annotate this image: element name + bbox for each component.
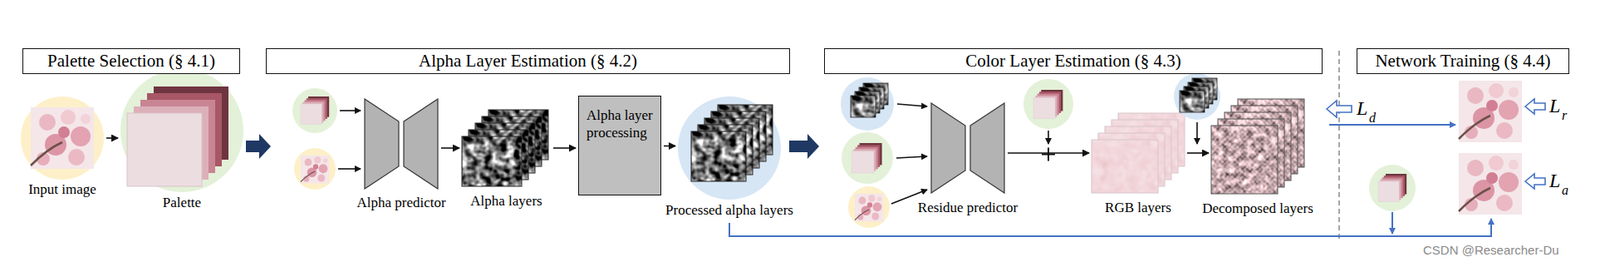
image-node: Input image: [20, 96, 104, 180]
alpha-inputs: [292, 88, 361, 190]
flow-arrow: [106, 137, 118, 139]
network-block: Residue predictor: [930, 102, 1006, 194]
encoder-decoder-shape: [930, 102, 1006, 194]
flow-arrow: [441, 147, 460, 149]
section-header: Palette Selection (§ 4.1): [22, 48, 241, 74]
node-caption: Decomposed layers: [1202, 200, 1314, 217]
section-header: Alpha Layer Estimation (§ 4.2): [265, 48, 791, 74]
flow-arrow: [1187, 152, 1209, 154]
loss-symbol: L: [1356, 96, 1368, 120]
node-label: Network Training (§ 4.4): [1374, 50, 1551, 72]
color-inputs: [840, 77, 928, 228]
image-node: Decomposed layers: [1211, 98, 1305, 194]
flow-arrow: [663, 145, 676, 148]
section-header: Color Layer Estimation (§ 4.3): [824, 48, 1323, 74]
node-caption: Processed alpha layers: [665, 201, 794, 219]
divider: [1338, 50, 1340, 241]
input-image: [20, 96, 104, 180]
encoder-decoder-shape: [363, 98, 439, 190]
node-caption: Palette: [162, 194, 202, 212]
watermark: CSDN @Researcher-Du: [1423, 242, 1560, 257]
image-node: Processed alpha layers: [677, 96, 781, 200]
section-arrow: [245, 133, 271, 159]
node-caption: Alpha layers: [470, 192, 542, 210]
flow-arrow: [553, 147, 576, 149]
image-node: RGB layers: [1091, 112, 1185, 193]
decomposed-stack: [1211, 98, 1305, 194]
flow-line: [729, 218, 1492, 236]
network-block: Alpha predictor: [363, 98, 439, 190]
node-caption: Residue predictor: [917, 199, 1018, 216]
loss-symbol: L: [1549, 168, 1561, 192]
loss-symbol: a: [1561, 182, 1569, 198]
node-label: Palette Selection (§ 4.1): [47, 50, 216, 72]
section-header: Network Training (§ 4.4): [1356, 48, 1570, 74]
plus-and-palette: [1023, 78, 1074, 162]
image-node: Palette: [120, 68, 244, 192]
rgb-layers-stack: [1091, 112, 1185, 193]
section-arrow: [789, 133, 820, 159]
loss-symbol: d: [1369, 110, 1376, 126]
flow-arrow: [1007, 152, 1090, 154]
node-label: Alpha layer processing: [586, 106, 653, 142]
node-label: Alpha Layer Estimation (§ 4.2): [418, 50, 638, 72]
palette-stack: [120, 68, 244, 192]
loss-symbol: L: [1549, 93, 1561, 118]
node-caption: RGB layers: [1104, 199, 1172, 216]
process-box: Alpha layer processing: [578, 95, 662, 196]
processed-alpha-stack: [677, 96, 781, 200]
loss-symbol: r: [1561, 107, 1567, 123]
node-caption: Input image: [28, 181, 97, 198]
alpha-layers-stack: [461, 109, 549, 187]
image-node: Alpha layers: [461, 109, 551, 187]
flow-line: [1329, 123, 1456, 126]
palette-small: [1369, 164, 1416, 234]
target-images: [1458, 80, 1522, 215]
node-label: Color Layer Estimation (§ 4.3): [965, 50, 1182, 72]
node-caption: Alpha predictor: [356, 194, 446, 212]
